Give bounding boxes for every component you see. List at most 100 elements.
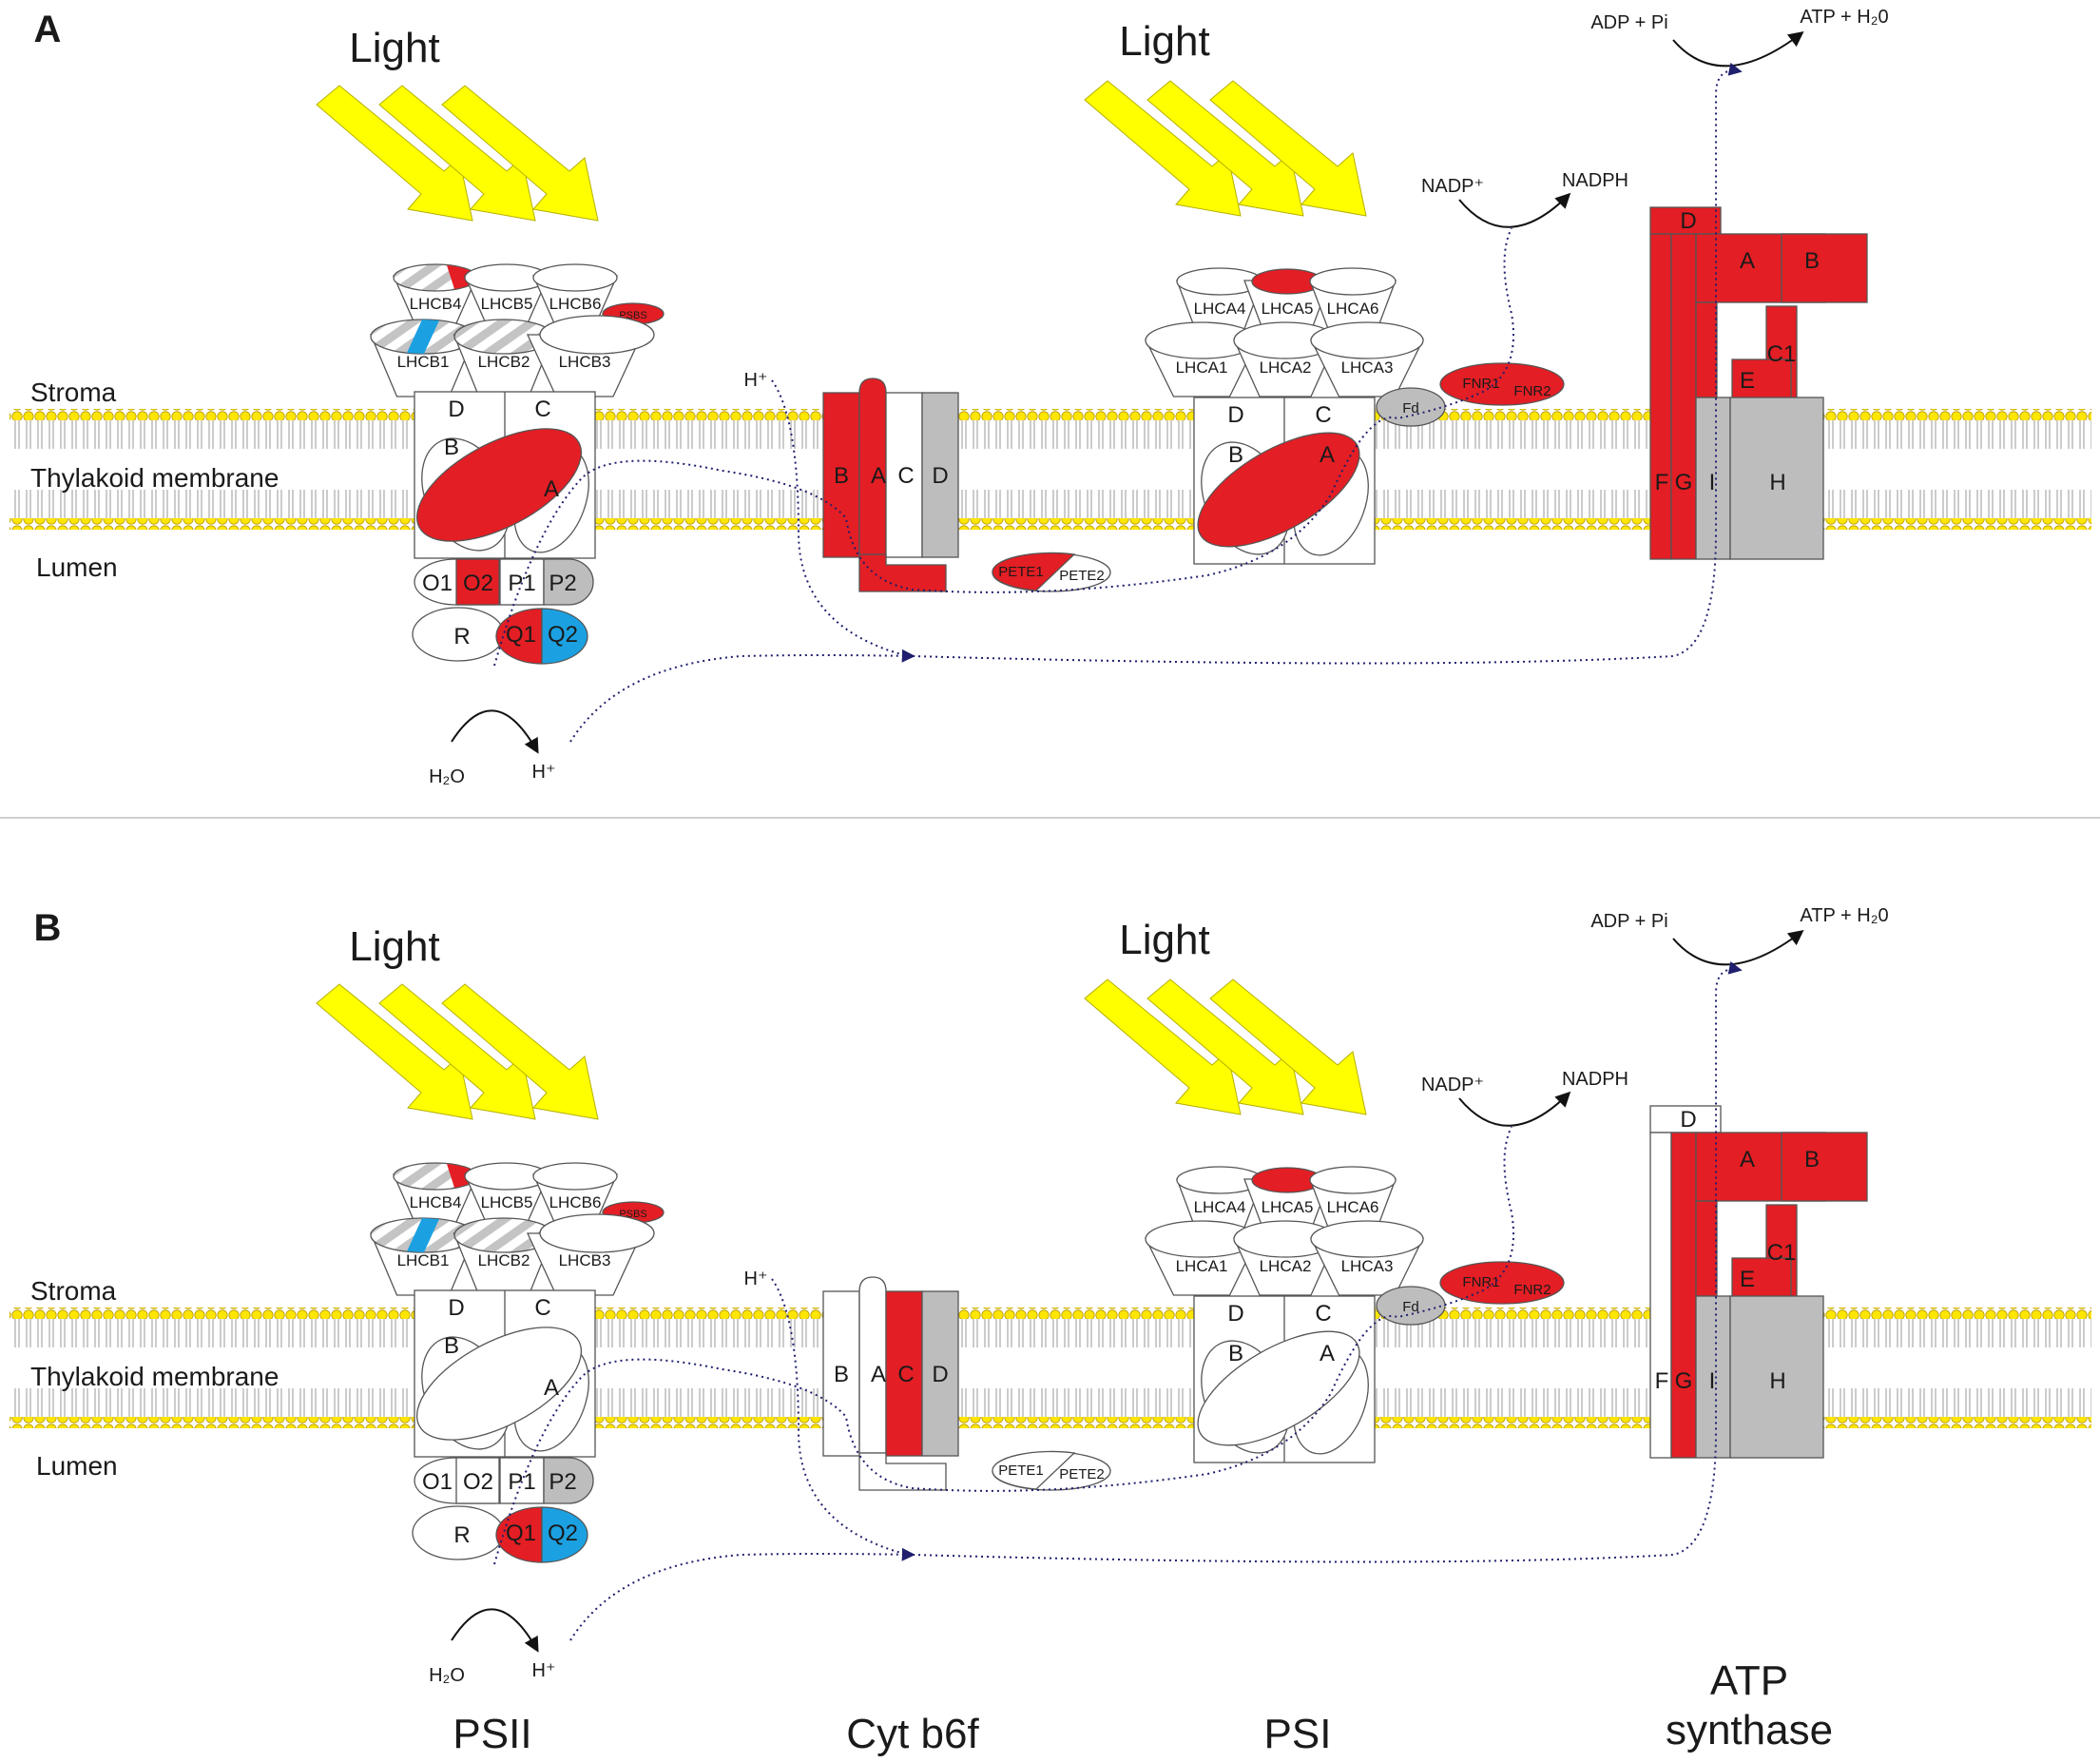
light-arrow	[1209, 80, 1367, 217]
fnr1-label: FNR1	[1462, 1274, 1499, 1290]
atp-b-label: B	[1804, 1147, 1820, 1172]
fnr2-label: FNR2	[1513, 1282, 1551, 1298]
psi-a-shape	[1197, 1330, 1360, 1446]
atp-h-shape	[1729, 397, 1824, 560]
panel-letter: B	[34, 907, 62, 949]
pete1-label: PETE1	[998, 564, 1044, 580]
atp-f-shape	[1649, 1132, 1672, 1459]
light-arrow	[1209, 978, 1367, 1115]
lumen-label: Lumen	[36, 1451, 118, 1481]
stroma-label: Stroma	[30, 378, 117, 407]
atp-e-label: E	[1740, 368, 1755, 394]
psi-a-label: A	[1320, 442, 1335, 468]
lhca5-label: LHCA5	[1262, 1198, 1314, 1216]
nadph-label: NADPH	[1562, 1069, 1628, 1090]
lhca1-label: LHCA1	[1176, 358, 1228, 377]
h-plus-label-psii: H⁺	[532, 1660, 556, 1681]
lhca3-label: LHCA3	[1341, 358, 1394, 377]
lhcb6-top	[532, 263, 618, 292]
psi-c-label: C	[1315, 402, 1331, 428]
cytb6f-b-label: B	[834, 463, 849, 489]
cytb6f-c-label: C	[897, 1362, 914, 1387]
atp-synthase-label-line2: synthase	[1666, 1707, 1833, 1753]
psi-a-shape	[1197, 432, 1360, 548]
lumen-label: Lumen	[36, 552, 118, 582]
atp-stalk-shape	[1695, 301, 1718, 398]
water-label: H₂O	[429, 1665, 465, 1686]
psii-a-label: A	[544, 1375, 559, 1401]
atp-synthase-label-line1: ATP	[1710, 1657, 1788, 1704]
psii-b-label: B	[444, 435, 459, 460]
p1-shape	[499, 558, 545, 606]
fnr-shape	[1439, 362, 1565, 406]
atp-f-label: F	[1655, 470, 1669, 495]
cytb6f-b-shape	[822, 392, 860, 558]
q2-label: Q2	[548, 622, 578, 648]
atp-b-shape	[1781, 1132, 1868, 1202]
psii-c-label: C	[534, 1295, 550, 1321]
lhcb2-label: LHCB2	[478, 1251, 530, 1269]
o2-shape	[455, 1457, 500, 1504]
lhca2-label: LHCA2	[1260, 1257, 1312, 1275]
psi-d-label: D	[1227, 1301, 1243, 1327]
water-label: H₂O	[429, 766, 465, 787]
atp-d-shape	[1649, 206, 1722, 235]
nadph-label: NADPH	[1562, 170, 1628, 191]
cytb6f-d-shape	[921, 1290, 959, 1457]
lhcb1-label: LHCB1	[397, 1251, 450, 1269]
atp-i-label: I	[1709, 470, 1716, 495]
lhcb6-top	[532, 1162, 618, 1191]
lhcb4-label: LHCB4	[410, 1193, 462, 1211]
psi-light-arrows	[1084, 978, 1367, 1115]
light-arrow	[1084, 978, 1242, 1115]
nadp-label: NADP⁺	[1421, 176, 1484, 197]
psii-light-arrows	[316, 983, 599, 1120]
cytb6f-d-shape	[921, 392, 959, 558]
atp-a-label: A	[1740, 1147, 1755, 1172]
cytb6f-d-label: D	[932, 463, 948, 489]
atp-a-label: A	[1740, 248, 1755, 274]
psii-label: PSII	[453, 1711, 531, 1757]
psii-a-shape	[415, 1327, 583, 1441]
atp-b-label: B	[1804, 248, 1820, 274]
lhcb6-label: LHCB6	[549, 295, 602, 313]
fnr2-label: FNR2	[1513, 383, 1551, 399]
light-arrow	[1146, 978, 1304, 1115]
lhca3-label: LHCA3	[1341, 1257, 1394, 1275]
light-arrow	[441, 983, 599, 1120]
h-plus-label-cytb6f: H⁺	[744, 1269, 768, 1289]
lhca2-label: LHCA2	[1260, 358, 1312, 377]
psi-light-label: Light	[1119, 18, 1209, 65]
o1-label: O1	[422, 1469, 453, 1495]
atp-g-shape	[1670, 233, 1697, 560]
pete1-shape	[992, 1450, 1076, 1490]
r-label: R	[453, 1522, 470, 1548]
atp-f-label: F	[1655, 1368, 1669, 1394]
atp-b-shape	[1781, 233, 1868, 303]
h-plus-label-cytb6f: H⁺	[744, 370, 768, 391]
stroma-label: Stroma	[30, 1276, 117, 1306]
proton-path-psii	[569, 649, 915, 743]
p2-shape	[543, 1457, 594, 1504]
q2-shape	[541, 608, 588, 665]
atp-e-shape	[1731, 1257, 1792, 1299]
lhcb1-blue-section	[407, 320, 439, 354]
nadp-reduction-arrow	[1458, 1091, 1571, 1127]
r-label: R	[453, 624, 470, 649]
lhcb4-label: LHCB4	[410, 295, 462, 313]
cytb6f-c-shape	[885, 1290, 923, 1457]
atp-c1-label: C1	[1767, 341, 1797, 367]
cytb6f-b-shape	[822, 1290, 860, 1457]
panel-letter: A	[34, 9, 62, 50]
water-split-arrow	[451, 1608, 539, 1653]
cytb6f-b-label: B	[834, 1362, 849, 1387]
atp-formation-arrow	[1672, 930, 1804, 966]
lhcb1-label: LHCB1	[397, 353, 450, 371]
atp-h-label: H	[1769, 1368, 1785, 1394]
adp-label: ADP + Pi	[1590, 12, 1667, 33]
